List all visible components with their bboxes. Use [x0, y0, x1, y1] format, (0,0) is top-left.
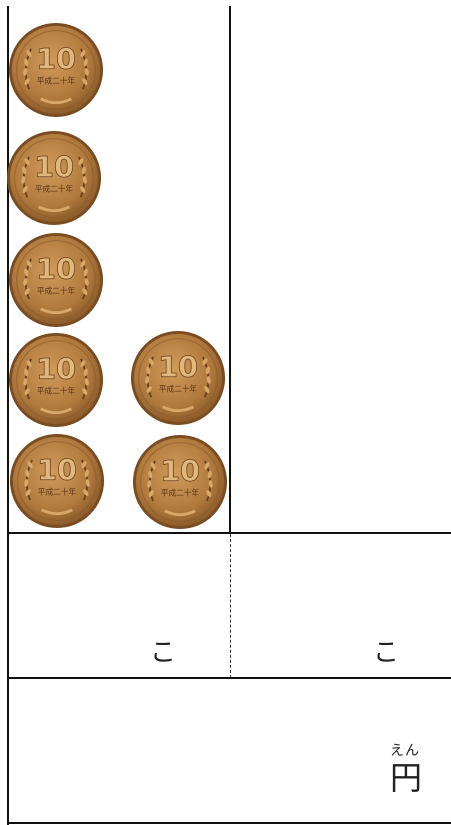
row-divider-top [7, 532, 451, 534]
yen-furigana: えん [390, 744, 420, 758]
column-divider [229, 6, 231, 534]
row-divider-middle [7, 677, 451, 679]
ten-yen-coin-icon [9, 433, 105, 529]
count-row-dashed-divider [230, 534, 231, 678]
row-divider-bottom [7, 822, 451, 824]
yen-unit: 円 [390, 762, 422, 794]
ten-yen-coin-icon [8, 332, 104, 428]
ten-yen-coin-icon [6, 130, 102, 226]
left-count-suffix: こ [150, 640, 176, 666]
ten-yen-coin-icon [8, 22, 104, 118]
ten-yen-coin-icon [132, 434, 228, 530]
ten-yen-coin-icon [130, 330, 226, 426]
right-count-suffix: こ [373, 640, 399, 666]
ten-yen-coin-icon [8, 232, 104, 328]
